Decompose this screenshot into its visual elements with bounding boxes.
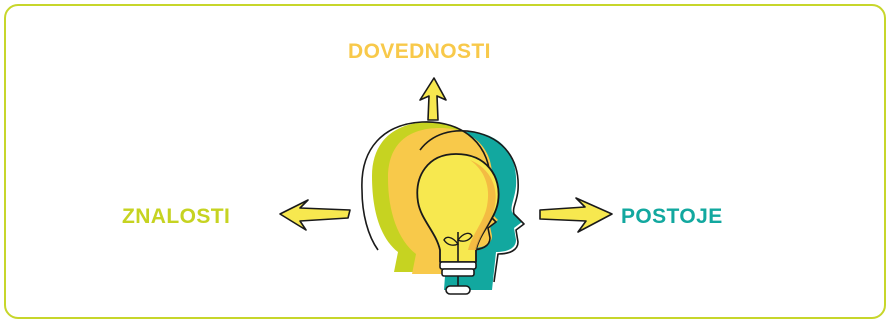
arrow-left-icon (280, 200, 350, 230)
head-lightbulb-icon (362, 122, 524, 294)
arrow-right-icon (540, 198, 612, 232)
arrow-up-icon (420, 78, 446, 120)
